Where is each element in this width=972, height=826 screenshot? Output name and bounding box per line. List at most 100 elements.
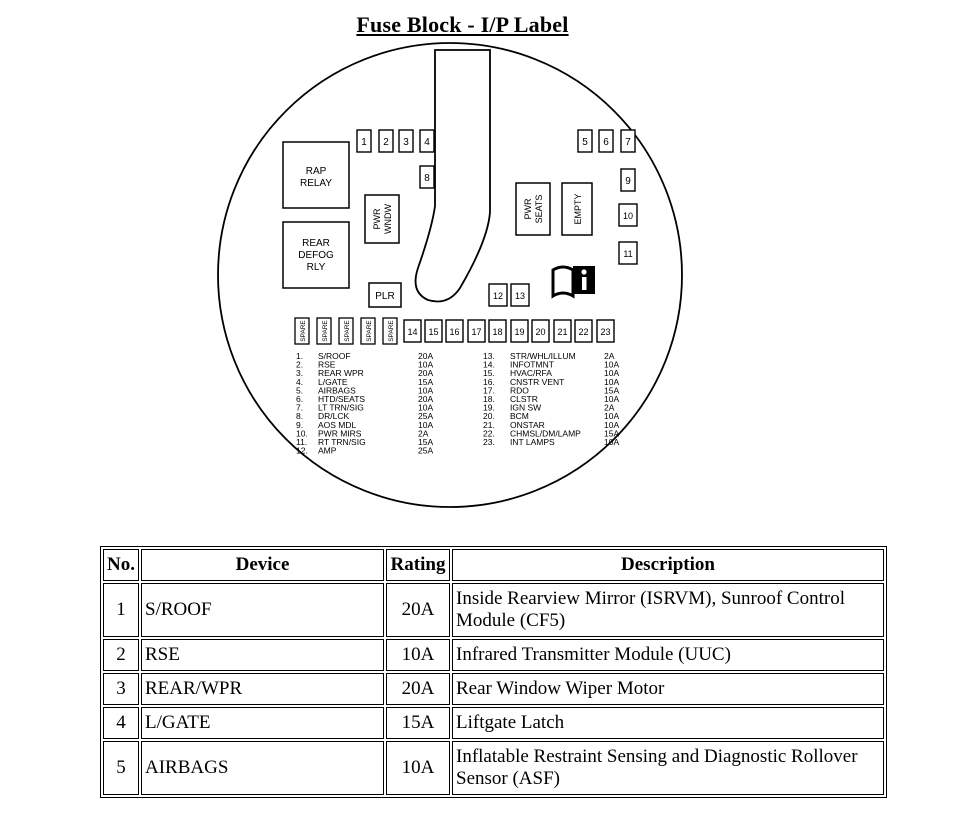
legend-device: CLSTR [510, 394, 538, 404]
fuse-16: 16 [445, 319, 464, 343]
fuse-4-label: 4 [424, 137, 430, 148]
legend-device: HTD/SEATS [318, 394, 365, 404]
legend-device: ONSTAR [510, 420, 545, 430]
fuse-7-label: 7 [625, 137, 631, 148]
pwr-seats-label-2: SEATS [534, 195, 544, 224]
spare-fuse-2: SPARE [316, 317, 332, 345]
legend-device: INT LAMPS [510, 437, 555, 447]
spare-fuse-1: SPARE [294, 317, 310, 345]
legend-number: 20. [483, 411, 495, 421]
cell-no: 1 [103, 583, 139, 637]
legend-rating: 2A [418, 428, 429, 438]
header-rating: Rating [386, 549, 450, 581]
fuse-block-diagram: RAP RELAY REAR DEFOG RLY PWR WNDW PWR SE… [217, 42, 683, 508]
cell-description: Inside Rearview Mirror (ISRVM), Sunroof … [452, 583, 884, 637]
legend-number: 7. [296, 403, 303, 413]
rear-defog-relay: REAR DEFOG RLY [282, 221, 350, 289]
cell-rating: 15A [386, 707, 450, 739]
legend-device: AIRBAGS [318, 385, 356, 395]
cell-description: Infrared Transmitter Module (UUC) [452, 639, 884, 671]
spare-fuse-3: SPARE [338, 317, 354, 345]
legend-number: 6. [296, 394, 303, 404]
pwr-seats-label-1: PWR [523, 198, 533, 219]
cell-no: 3 [103, 673, 139, 705]
cell-rating: 10A [386, 741, 450, 795]
legend-rating: 20A [418, 368, 433, 378]
fuse-19: 19 [510, 319, 529, 343]
legend-rating: 10A [604, 394, 619, 404]
legend-rating: 15A [418, 437, 433, 447]
legend-rating: 2A [604, 403, 615, 413]
legend-number: 10. [296, 428, 308, 438]
fuse-11-label: 11 [623, 249, 632, 259]
fuse-18: 18 [488, 319, 507, 343]
rap-relay-label-2: RELAY [300, 178, 332, 189]
legend-number: 2. [296, 360, 303, 370]
legend-rating: 10A [418, 360, 433, 370]
rap-relay-label-1: RAP [306, 166, 327, 177]
cell-rating: 10A [386, 639, 450, 671]
rear-defog-label-1: REAR [302, 238, 330, 249]
pwr-wndw-relay: PWR WNDW [364, 194, 400, 244]
legend-device: AOS MDL [318, 420, 357, 430]
table-row: 5 AIRBAGS 10A Inflatable Restraint Sensi… [103, 741, 884, 795]
fuse-11: 11 [618, 241, 638, 265]
legend-device: RDO [510, 385, 529, 395]
cell-device: REAR/WPR [141, 673, 384, 705]
legend-rating: 10A [604, 360, 619, 370]
table-row: 1 S/ROOF 20A Inside Rearview Mirror (ISR… [103, 583, 884, 637]
fuse-15: 15 [424, 319, 443, 343]
legend-device: S/ROOF [318, 351, 351, 361]
fuse-23: 23 [596, 319, 615, 343]
fuse-description-table: No. Device Rating Description 1 S/ROOF 2… [100, 546, 887, 798]
fuse-23-label: 23 [600, 327, 610, 337]
spare-fuse-5-label: SPARE [388, 320, 395, 342]
fuse-9: 9 [620, 168, 636, 192]
legend-rating: 20A [418, 394, 433, 404]
legend-rating: 25A [418, 411, 433, 421]
owner-manual-info-icon [551, 265, 595, 299]
header-device: Device [141, 549, 384, 581]
legend-device: PWR MIRS [318, 428, 362, 438]
plr-box: PLR [368, 282, 402, 308]
legend-number: 16. [483, 377, 495, 387]
legend-number: 14. [483, 360, 495, 370]
fuse-22-label: 22 [578, 327, 588, 337]
fuse-10: 10 [618, 203, 638, 227]
legend-device: REAR WPR [318, 368, 364, 378]
spare-fuse-3-label: SPARE [344, 320, 351, 342]
legend-rating: 10A [604, 368, 619, 378]
legend-number: 22. [483, 428, 495, 438]
header-no: No. [103, 549, 139, 581]
legend-rating: 10A [604, 377, 619, 387]
empty-relay: EMPTY [561, 182, 593, 236]
cell-rating: 20A [386, 673, 450, 705]
legend-rating: 15A [604, 428, 619, 438]
legend-device: CHMSL/DM/LAMP [510, 428, 581, 438]
legend-number: 23. [483, 437, 495, 447]
legend-rating: 10A [604, 420, 619, 430]
legend-device: CNSTR VENT [510, 377, 564, 387]
fuse-5-label: 5 [582, 137, 588, 148]
legend-number: 3. [296, 368, 303, 378]
table-row: 2 RSE 10A Infrared Transmitter Module (U… [103, 639, 884, 671]
legend-device: RT TRN/SIG [318, 437, 366, 447]
legend-rating: 15A [418, 377, 433, 387]
fuse-8-label: 8 [424, 173, 430, 184]
plr-label: PLR [375, 291, 394, 302]
legend-rating: 10A [604, 437, 619, 447]
rap-relay: RAP RELAY [282, 141, 350, 209]
empty-label: EMPTY [573, 193, 583, 224]
legend-rating: 20A [418, 351, 433, 361]
fuse-8: 8 [419, 165, 435, 189]
fuse-7: 7 [620, 129, 636, 153]
legend-rating: 10A [418, 420, 433, 430]
fuse-20: 20 [531, 319, 550, 343]
legend-device: STR/WHL/ILLUM [510, 351, 576, 361]
table-row: 4 L/GATE 15A Liftgate Latch [103, 707, 884, 739]
fuse-15-label: 15 [428, 327, 438, 337]
legend-number: 12. [296, 446, 308, 456]
fuse-21-label: 21 [557, 327, 567, 337]
cell-no: 5 [103, 741, 139, 795]
